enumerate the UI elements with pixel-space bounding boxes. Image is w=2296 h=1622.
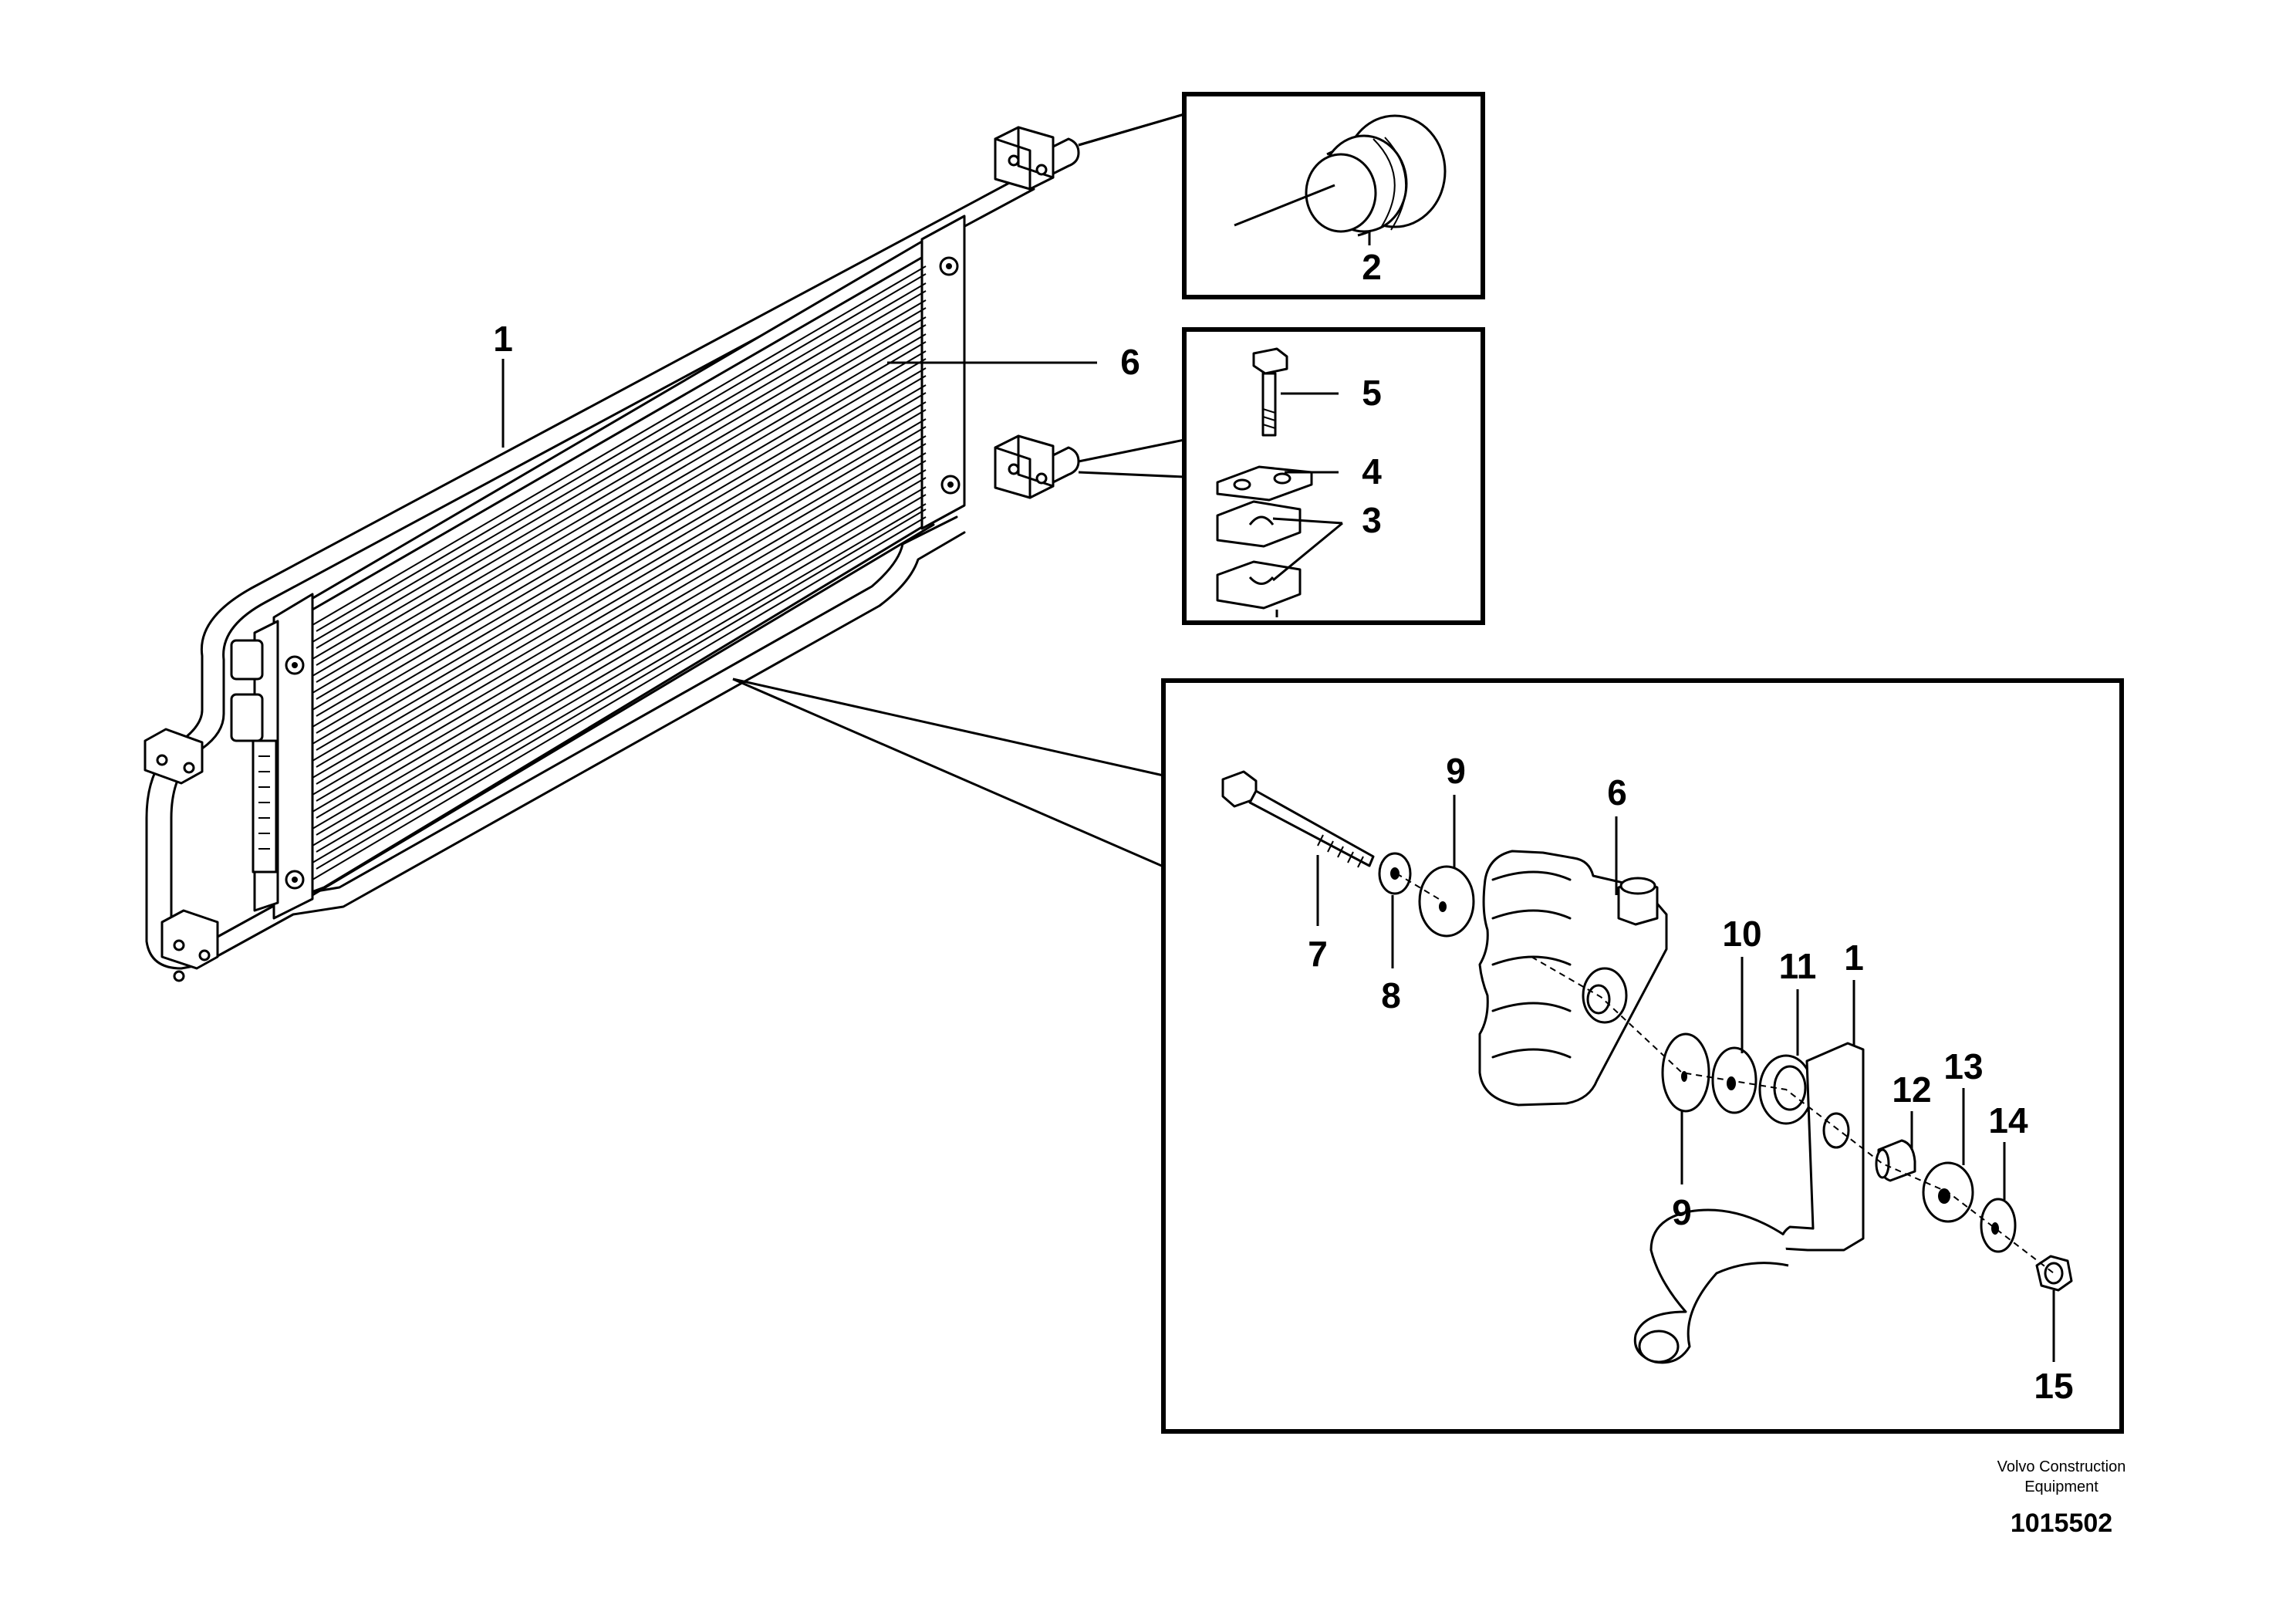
- company-name-line1: Volvo Construction: [1997, 1458, 2126, 1475]
- callout-label: 11: [1779, 946, 1817, 986]
- callout-label: 7: [1308, 934, 1328, 974]
- detail-box-mount: [732, 678, 2124, 1434]
- callout-label: 4: [1362, 451, 1382, 492]
- callout-label: 10: [1722, 914, 1761, 954]
- callout-label: 9: [1672, 1192, 1692, 1232]
- callout-label: 13: [1943, 1046, 1983, 1086]
- callout-label: 1: [1844, 938, 1864, 978]
- radiator-fins: [312, 265, 927, 880]
- callout-label: 6: [1120, 342, 1140, 382]
- main-leader-lines: [501, 359, 1097, 448]
- callout-label: 14: [1988, 1100, 2028, 1140]
- detail-box-plug: [1078, 92, 1485, 299]
- callout-label: 15: [2034, 1366, 2073, 1406]
- callout-label: 5: [1362, 373, 1382, 413]
- callout-label: 2: [1362, 247, 1382, 287]
- company-name-line2: Equipment: [2024, 1478, 2098, 1495]
- callout-label: 12: [1892, 1070, 1931, 1110]
- document-number: 1015502: [2011, 1509, 2112, 1538]
- oil-cooler-assembly: [144, 126, 1080, 982]
- callout-label: 9: [1446, 751, 1466, 791]
- radiator-bolts: [285, 256, 961, 890]
- callout-label: 3: [1362, 500, 1382, 540]
- callout-label: 8: [1381, 975, 1401, 1015]
- callout-label: 6: [1607, 772, 1627, 813]
- detail-box-clamp: [1078, 327, 1485, 625]
- callout-label: 1: [493, 319, 513, 359]
